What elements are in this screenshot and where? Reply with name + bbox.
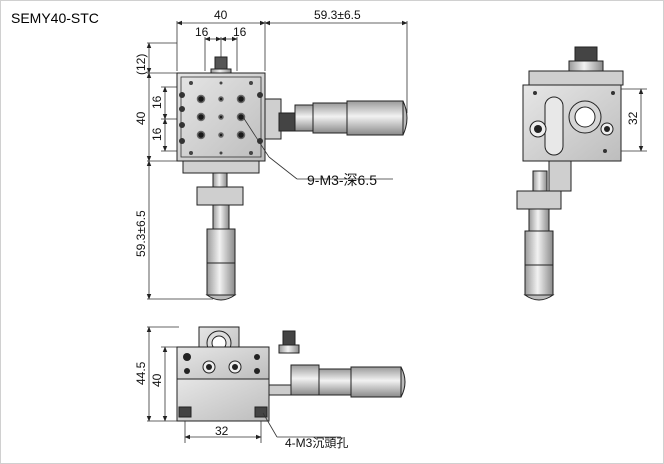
dim-left-pitch-upper: 16 <box>150 95 164 109</box>
front-base <box>176 378 270 422</box>
side-view: 32 <box>516 46 647 301</box>
front-carriage <box>176 346 270 380</box>
dim-front-body-height: 40 <box>150 373 164 387</box>
dim-top-half-right: 16 <box>233 25 247 39</box>
callout-counterbore-holes: 4-M3沉頭孔 <box>285 436 348 450</box>
dim-left-pitch-lower: 16 <box>150 127 164 141</box>
top-micrometer-barrel <box>312 102 348 134</box>
callout-mounting-holes: 9-M3-深6.5 <box>307 172 377 188</box>
bottom-micrometer-barrel <box>206 228 236 264</box>
dim-top-width: 40 <box>214 8 228 22</box>
dim-front-hole-pitch: 32 <box>215 424 229 438</box>
front-micrometer-thimble <box>350 366 402 398</box>
dim-vertical-reach: 59.3±6.5 <box>134 210 148 257</box>
m3-hole-grid <box>196 94 246 140</box>
top-view: 40 16 16 59.3±6.5 (12) 40 16 16 59.3±6.5 <box>134 8 408 301</box>
dim-side-offset: (12) <box>134 54 148 75</box>
dim-right-view-height: 32 <box>626 111 640 125</box>
front-view: 44.5 40 32 4-M3沉頭孔 <box>134 326 406 450</box>
dim-left-height: 40 <box>134 111 148 125</box>
dim-top-half-left: 16 <box>195 25 209 39</box>
dim-front-total-height: 44.5 <box>134 361 148 385</box>
dim-micrometer-reach: 59.3±6.5 <box>314 8 361 22</box>
drawing-title: SEMY40-STC <box>11 10 99 26</box>
